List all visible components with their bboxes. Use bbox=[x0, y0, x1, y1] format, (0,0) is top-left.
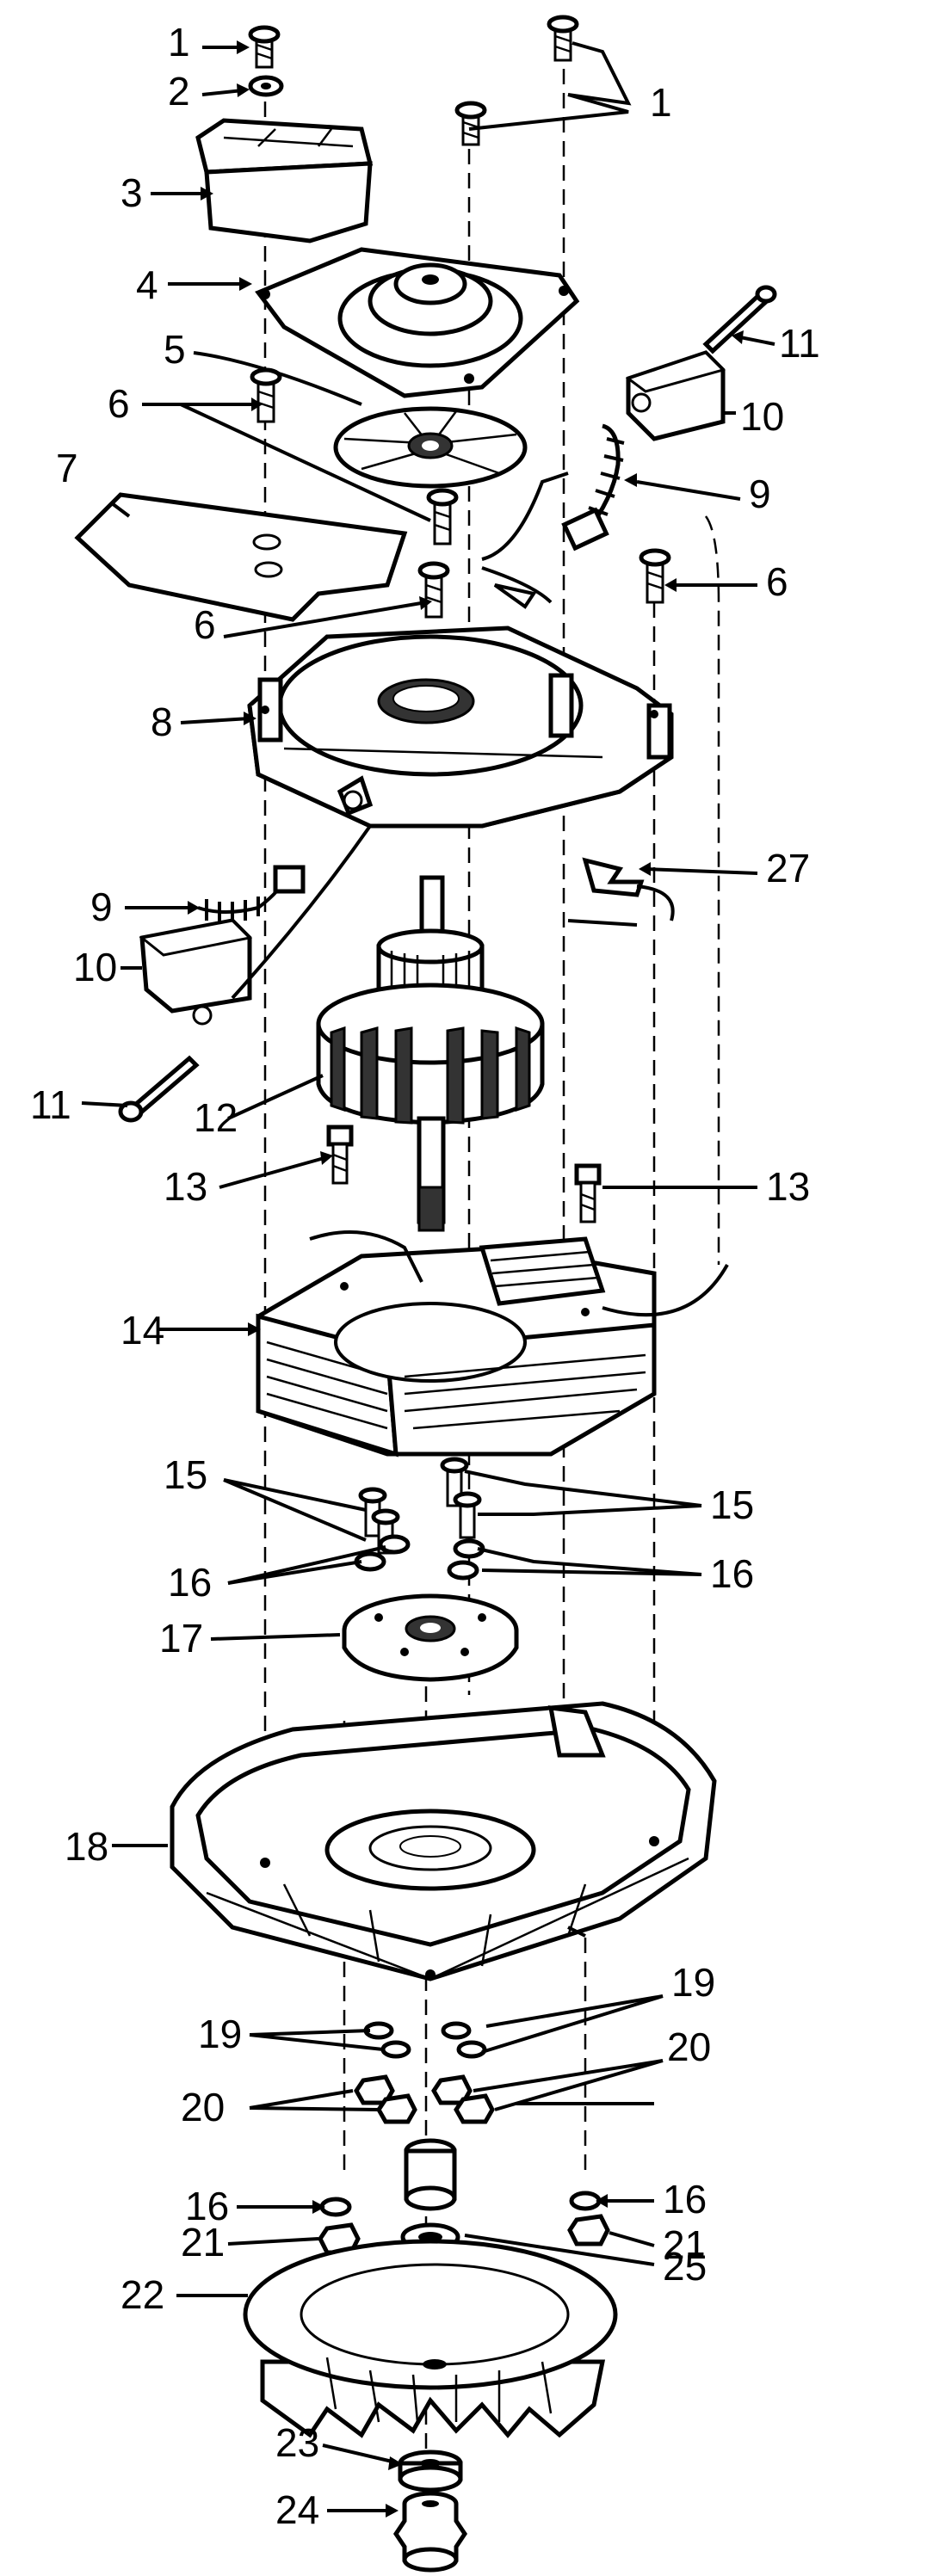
bushing bbox=[404, 2102, 654, 2211]
label-14: 14 bbox=[120, 1308, 164, 1353]
label-17: 17 bbox=[159, 1616, 203, 1661]
label-24: 24 bbox=[275, 2487, 319, 2532]
part-27-clip bbox=[567, 857, 675, 927]
label-2: 2 bbox=[168, 69, 190, 114]
label-3: 3 bbox=[120, 170, 143, 215]
part-12-armature bbox=[316, 875, 545, 1232]
label-6c: 6 bbox=[194, 602, 216, 647]
part-17-bearing-plate bbox=[342, 1593, 519, 1682]
label-23: 23 bbox=[275, 2420, 319, 2465]
label-1b: 1 bbox=[650, 80, 672, 125]
part-13-bolts bbox=[326, 1125, 602, 1223]
label-20a: 20 bbox=[181, 2085, 225, 2129]
label-9b: 9 bbox=[90, 884, 113, 929]
leader-lines bbox=[81, 40, 775, 2517]
label-21b: 21 bbox=[663, 2222, 707, 2267]
part-7-insulator bbox=[74, 492, 408, 622]
part-6-screws bbox=[250, 367, 671, 619]
part-18-base-frame bbox=[170, 1701, 717, 1981]
part-20-nuts bbox=[354, 2074, 495, 2124]
label-16c: 16 bbox=[185, 2184, 229, 2228]
part-14-stator bbox=[256, 1230, 729, 1457]
label-7: 7 bbox=[56, 446, 78, 490]
label-15a: 15 bbox=[164, 1452, 207, 1497]
part-16-washers bbox=[319, 1534, 602, 2217]
part-8-housing bbox=[247, 626, 674, 829]
label-27: 27 bbox=[766, 846, 810, 891]
label-9a: 9 bbox=[749, 471, 771, 516]
label-12: 12 bbox=[194, 1095, 238, 1140]
label-20b: 20 bbox=[667, 2024, 711, 2069]
label-21a: 21 bbox=[181, 2220, 225, 2265]
part-24-pulley bbox=[392, 2491, 468, 2573]
label-4: 4 bbox=[136, 262, 158, 307]
label-11b: 11 bbox=[30, 1082, 71, 1127]
label-19a: 19 bbox=[198, 2012, 242, 2056]
label-8: 8 bbox=[151, 699, 173, 744]
part-23-spacer bbox=[398, 2450, 463, 2493]
label-18: 18 bbox=[65, 1824, 108, 1869]
part-15-screws bbox=[358, 1457, 482, 1555]
label-11a: 11 bbox=[779, 321, 820, 366]
part-22-fan bbox=[243, 2239, 618, 2438]
label-6a: 6 bbox=[108, 381, 130, 426]
label-10a: 10 bbox=[740, 394, 784, 439]
label-6b: 6 bbox=[766, 559, 788, 604]
label-22: 22 bbox=[120, 2272, 164, 2317]
label-16b: 16 bbox=[710, 1551, 754, 1596]
label-19b: 19 bbox=[671, 1960, 715, 2005]
part-labels: 1 2 3 1 4 5 11 10 6 7 9 6 6 8 27 9 10 11… bbox=[30, 20, 820, 2532]
label-1a: 1 bbox=[168, 20, 190, 65]
part-4-cover-plate bbox=[255, 247, 580, 398]
part-10-cap-bottom bbox=[139, 918, 253, 1026]
label-10b: 10 bbox=[73, 945, 117, 989]
label-13b: 13 bbox=[766, 1164, 810, 1209]
part-10-cap-top bbox=[625, 350, 726, 441]
label-13a: 13 bbox=[164, 1164, 207, 1209]
label-5: 5 bbox=[164, 327, 186, 372]
part-9-brush-bottom bbox=[197, 865, 306, 923]
part-9-brush-top bbox=[481, 423, 625, 609]
part-5-impeller bbox=[333, 406, 528, 489]
part-11-screws bbox=[118, 285, 777, 1123]
part-3-bracket bbox=[195, 118, 374, 243]
label-15b: 15 bbox=[710, 1482, 754, 1527]
label-16d: 16 bbox=[663, 2177, 707, 2222]
label-16a: 16 bbox=[168, 1560, 212, 1605]
label-25: 25 bbox=[663, 2244, 707, 2289]
